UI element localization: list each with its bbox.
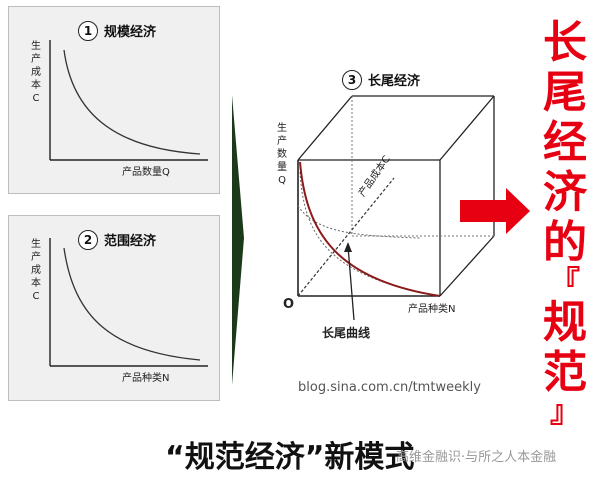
panel1-axes <box>49 40 208 161</box>
source-url: blog.sina.com.cn/tmtweekly <box>298 380 481 395</box>
panel3-number: 3 <box>342 70 362 90</box>
panel3-hidden-edges <box>351 96 494 237</box>
panel3-axes <box>297 160 440 297</box>
vertical-char: 规 <box>543 297 587 348</box>
panel1-x-label: 产品数量Q <box>122 167 170 178</box>
vertical-char: 范 <box>543 347 587 398</box>
panel3-curve-pointer-head <box>344 242 352 252</box>
panel3-long-tail-curve <box>299 161 441 297</box>
panel3-x-label: 产品种类N <box>408 304 456 315</box>
panel3-y-label: 生产数量Q <box>277 123 287 186</box>
red-arrow <box>460 188 530 234</box>
panel3-projection-curve-b <box>297 205 421 239</box>
vertical-title: 长 尾 经 济 的 『 规 范 』 <box>535 18 595 428</box>
panel1-cost-curve <box>63 49 201 155</box>
vertical-char: 长 <box>543 17 587 68</box>
watermark: 高维金融识·与所之人本金融 <box>396 450 557 465</box>
vertical-char: 经 <box>543 117 587 168</box>
panel2-number: 2 <box>78 230 98 250</box>
panel3-title: 长尾经济 <box>368 74 421 89</box>
divider-arrow-wedge <box>232 95 244 385</box>
panel1-number: 1 <box>78 21 98 41</box>
panel2-x-label: 产品种类N <box>122 373 170 384</box>
panel-economies-of-scope <box>8 215 220 401</box>
vertical-char: 』 <box>550 395 580 430</box>
panel2-axes <box>49 238 208 367</box>
vertical-char: 『 <box>550 265 580 300</box>
panel3-cube <box>297 95 495 297</box>
panel2-cost-curve <box>63 247 201 361</box>
panel2-y-label: 生产成本C <box>31 239 41 302</box>
panel2-title: 范围经济 <box>104 234 157 249</box>
vertical-char: 尾 <box>543 67 587 118</box>
vertical-char: 的 <box>543 217 587 268</box>
bottom-title: “规范经济”新模式 <box>165 440 415 475</box>
panel1-title: 规模经济 <box>104 25 157 40</box>
panel3-cost-axis <box>297 177 395 297</box>
panel3-origin: O <box>283 297 295 312</box>
panel1-y-label: 生产成本C <box>31 41 41 104</box>
panel-economies-of-scale <box>8 6 220 194</box>
panel3-curve-pointer <box>347 245 355 321</box>
panel3-curve-label: 长尾曲线 <box>322 326 371 340</box>
vertical-char: 济 <box>543 167 587 218</box>
